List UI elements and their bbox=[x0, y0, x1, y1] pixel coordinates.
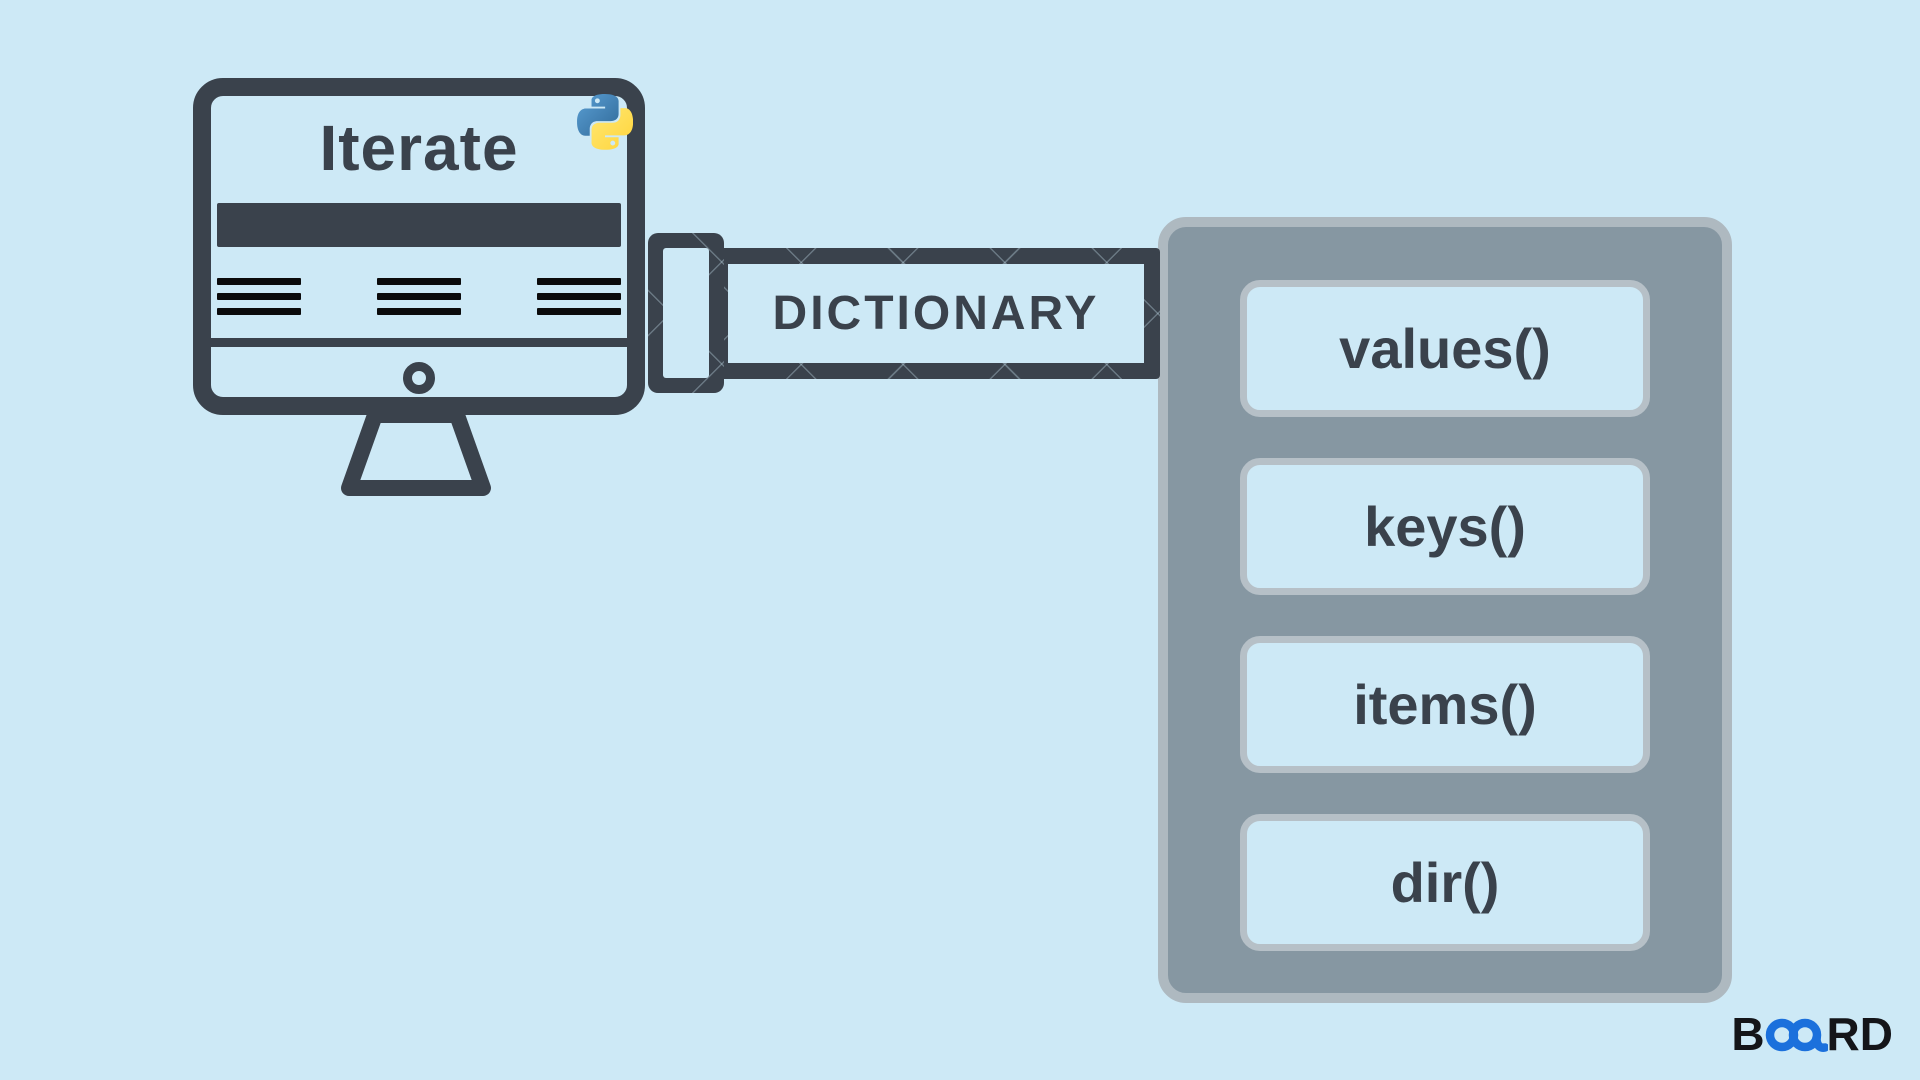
text-line-group bbox=[537, 278, 621, 315]
dictionary-label: DICTIONARY bbox=[772, 287, 1100, 340]
methods-panel: values() keys() items() dir() bbox=[1158, 217, 1732, 1003]
screen-header-bar bbox=[217, 203, 621, 247]
text-line-group bbox=[217, 278, 301, 315]
method-dir-button: dir() bbox=[1240, 814, 1650, 951]
camera-dot-icon bbox=[403, 362, 435, 394]
monitor-stand bbox=[341, 407, 491, 496]
method-values-button: values() bbox=[1240, 280, 1650, 417]
python-logo-icon bbox=[577, 94, 633, 150]
monitor-screen: Iterate bbox=[193, 94, 645, 397]
text-line-group bbox=[377, 278, 461, 315]
placeholder-text-lines bbox=[217, 278, 621, 315]
brand-logo: B RD bbox=[1731, 1007, 1893, 1061]
dictionary-label-box: DICTIONARY bbox=[728, 264, 1144, 363]
infinity-icon bbox=[1765, 1018, 1828, 1052]
brand-suffix: RD bbox=[1826, 1008, 1893, 1060]
monitor-graphic: Iterate bbox=[193, 78, 645, 415]
connector-plug bbox=[648, 233, 724, 393]
dictionary-connector: DICTIONARY bbox=[713, 248, 1160, 379]
plug-slot bbox=[663, 248, 709, 378]
method-items-button: items() bbox=[1240, 636, 1650, 773]
monitor-title: Iterate bbox=[319, 112, 519, 184]
brand-prefix: B bbox=[1731, 1008, 1765, 1060]
monitor-chin-divider bbox=[193, 338, 645, 347]
method-keys-button: keys() bbox=[1240, 458, 1650, 595]
